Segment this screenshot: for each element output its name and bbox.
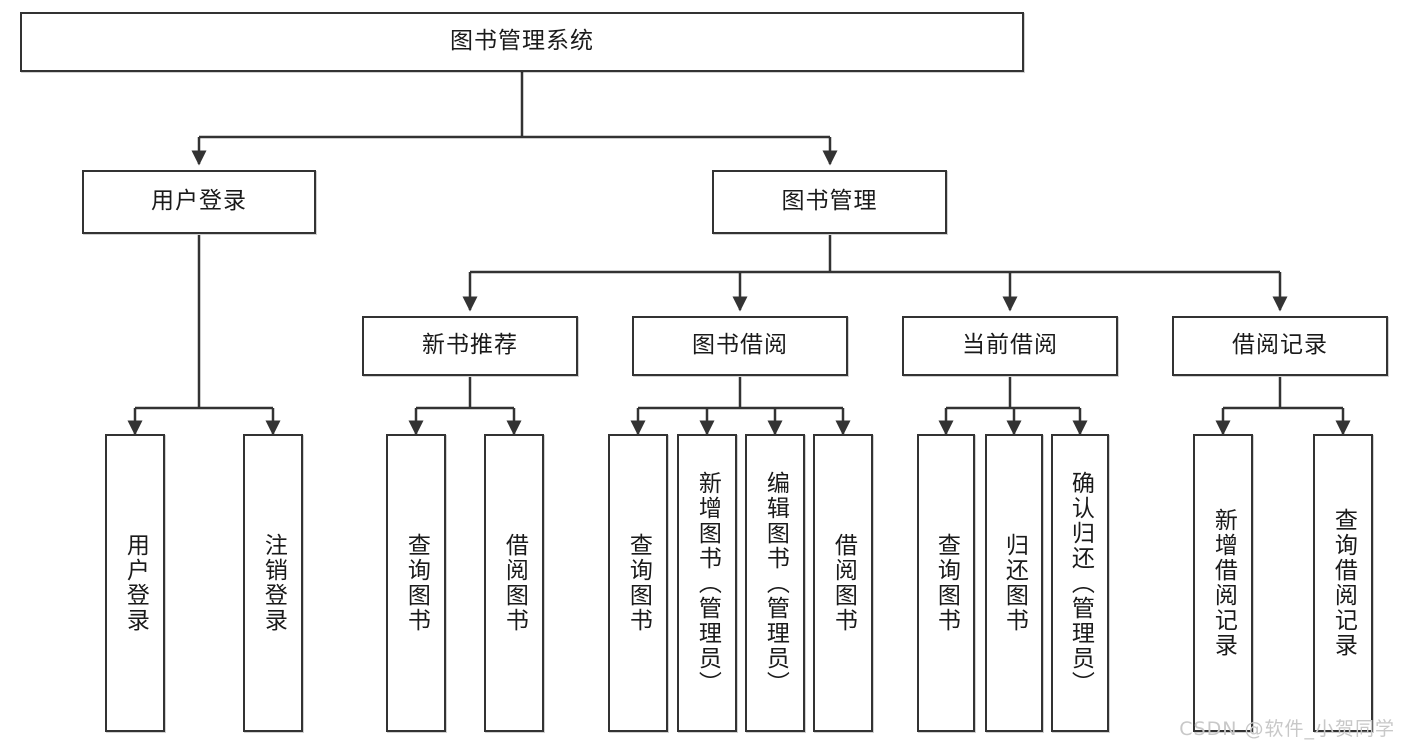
node-book-management[interactable]: 图书管理 — [712, 170, 947, 234]
leaf-current-return-book-label: 归还图书 — [1001, 533, 1028, 633]
leaf-record-query-record[interactable]: 查询借阅记录 — [1313, 434, 1373, 732]
leaf-borrow-edit-book-admin[interactable]: 编辑图书（管理员） — [745, 434, 805, 732]
leaf-current-query-book[interactable]: 查询图书 — [917, 434, 975, 732]
leaf-borrow-query-book-label: 查询图书 — [625, 533, 652, 633]
leaf-user-login-login[interactable]: 用户登录 — [105, 434, 165, 732]
leaf-current-query-book-label: 查询图书 — [933, 533, 960, 633]
node-book-management-label: 图书管理 — [781, 188, 878, 215]
leaf-borrow-add-book-admin-label: 新增图书（管理员） — [694, 470, 721, 696]
node-user-login-label: 用户登录 — [151, 188, 247, 215]
leaf-current-confirm-return-admin-label: 确认归还（管理员） — [1067, 470, 1094, 696]
leaf-borrow-borrow-book-label: 借阅图书 — [830, 533, 857, 633]
node-new-book-recommend-label: 新书推荐 — [422, 332, 518, 359]
node-root-system[interactable]: 图书管理系统 — [20, 12, 1024, 72]
leaf-user-login-logout-label: 注销登录 — [260, 533, 287, 633]
leaf-borrow-borrow-book[interactable]: 借阅图书 — [813, 434, 873, 732]
leaf-current-return-book[interactable]: 归还图书 — [985, 434, 1043, 732]
leaf-current-confirm-return-admin[interactable]: 确认归还（管理员） — [1051, 434, 1109, 732]
leaf-recommend-query-book[interactable]: 查询图书 — [386, 434, 446, 732]
leaf-recommend-query-book-label: 查询图书 — [403, 533, 430, 633]
node-book-borrow-label: 图书借阅 — [692, 332, 788, 359]
leaf-recommend-borrow-book[interactable]: 借阅图书 — [484, 434, 544, 732]
node-user-login[interactable]: 用户登录 — [82, 170, 316, 234]
node-borrow-record[interactable]: 借阅记录 — [1172, 316, 1388, 376]
node-borrow-record-label: 借阅记录 — [1232, 332, 1328, 359]
leaf-borrow-query-book[interactable]: 查询图书 — [608, 434, 668, 732]
leaf-user-login-logout[interactable]: 注销登录 — [243, 434, 303, 732]
csdn-watermark: CSDN @软件_小贺同学 — [1179, 718, 1395, 740]
node-new-book-recommend[interactable]: 新书推荐 — [362, 316, 578, 376]
node-book-borrow[interactable]: 图书借阅 — [632, 316, 848, 376]
leaf-borrow-add-book-admin[interactable]: 新增图书（管理员） — [677, 434, 737, 732]
node-current-borrow-label: 当前借阅 — [962, 332, 1058, 359]
node-current-borrow[interactable]: 当前借阅 — [902, 316, 1118, 376]
leaf-record-query-record-label: 查询借阅记录 — [1330, 508, 1357, 658]
leaf-user-login-login-label: 用户登录 — [122, 533, 149, 633]
leaf-borrow-edit-book-admin-label: 编辑图书（管理员） — [762, 470, 789, 696]
leaf-recommend-borrow-book-label: 借阅图书 — [501, 533, 528, 633]
leaf-record-add-record[interactable]: 新增借阅记录 — [1193, 434, 1253, 732]
node-root-system-label: 图书管理系统 — [450, 28, 594, 55]
leaf-record-add-record-label: 新增借阅记录 — [1210, 508, 1237, 658]
